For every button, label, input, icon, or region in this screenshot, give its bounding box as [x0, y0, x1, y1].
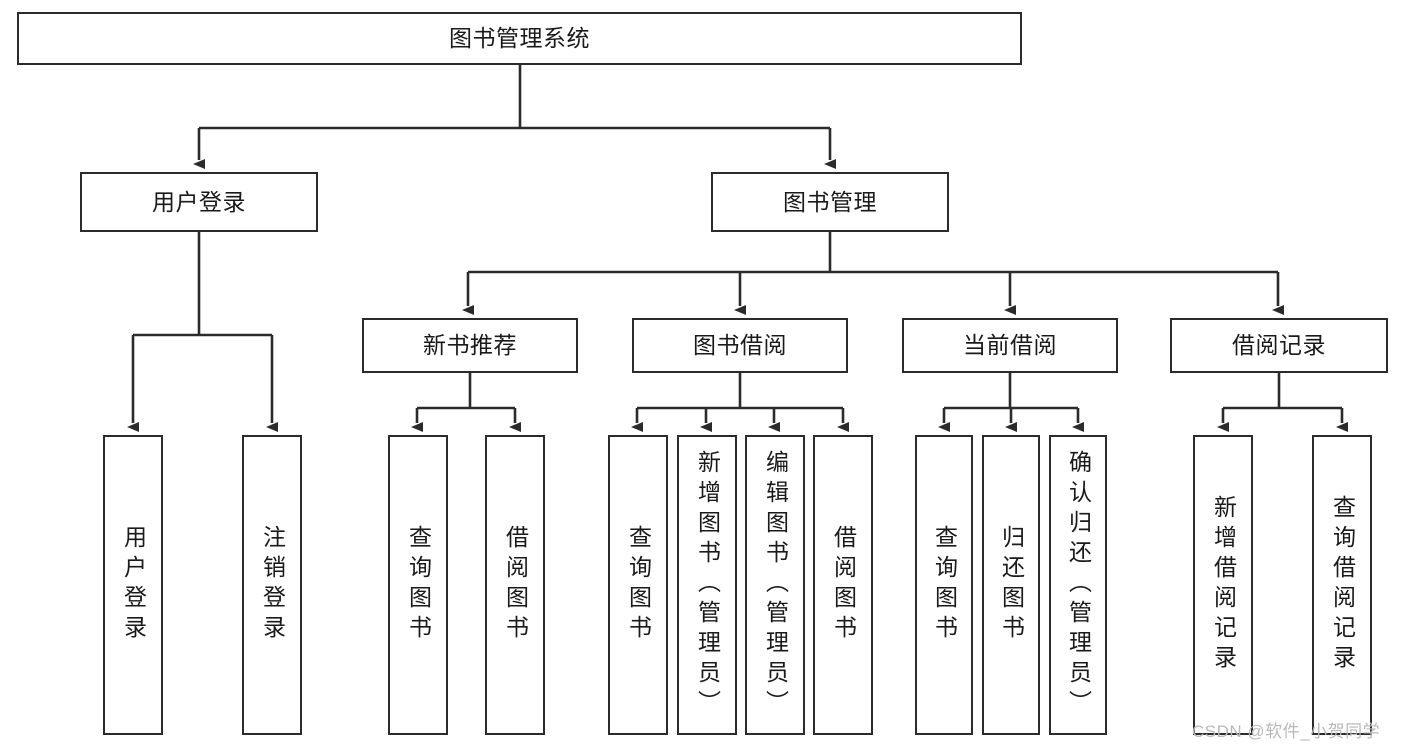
- node-leaf-query-book-current[interactable]: 查询图书: [915, 435, 973, 735]
- node-label: 用户登录: [120, 525, 147, 645]
- watermark-credit: CSDN @软件_小贺同学: [1192, 722, 1381, 741]
- node-leaf-query-book-recommend[interactable]: 查询图书: [388, 435, 448, 735]
- node-leaf-add-book-admin[interactable]: 新增图书（管理员）: [677, 435, 737, 735]
- node-label: 新增借阅记录: [1210, 495, 1237, 675]
- node-label: 新书推荐: [423, 332, 517, 358]
- node-label: 图书借阅: [693, 332, 787, 358]
- node-label: 借阅记录: [1232, 332, 1326, 358]
- node-leaf-query-borrow-record[interactable]: 查询借阅记录: [1312, 435, 1372, 735]
- node-label: 查询图书: [625, 525, 652, 645]
- node-current-borrow[interactable]: 当前借阅: [902, 318, 1118, 373]
- node-leaf-confirm-return-admin[interactable]: 确认归还（管理员）: [1049, 435, 1107, 735]
- node-label: 借阅图书: [830, 525, 857, 645]
- node-label: 注销登录: [259, 525, 286, 645]
- node-label: 借阅图书: [502, 525, 529, 645]
- node-label: 编辑图书（管理员）: [762, 450, 789, 720]
- node-leaf-add-borrow-record[interactable]: 新增借阅记录: [1193, 435, 1253, 735]
- node-label: 图书管理系统: [449, 25, 590, 51]
- node-root-library-system[interactable]: 图书管理系统: [17, 12, 1022, 65]
- node-label: 归还图书: [998, 525, 1025, 645]
- node-label: 当前借阅: [963, 332, 1057, 358]
- node-leaf-return-book[interactable]: 归还图书: [982, 435, 1040, 735]
- node-label: 确认归还（管理员）: [1065, 450, 1092, 720]
- node-book-borrow[interactable]: 图书借阅: [632, 318, 848, 373]
- node-leaf-logout[interactable]: 注销登录: [242, 435, 302, 735]
- node-label: 查询借阅记录: [1329, 495, 1356, 675]
- node-leaf-user-login[interactable]: 用户登录: [103, 435, 163, 735]
- node-label: 用户登录: [152, 188, 246, 215]
- node-new-book-recommend[interactable]: 新书推荐: [362, 318, 578, 373]
- node-label: 查询图书: [931, 525, 958, 645]
- node-leaf-query-book-borrow[interactable]: 查询图书: [608, 435, 668, 735]
- node-leaf-borrow-book[interactable]: 借阅图书: [813, 435, 873, 735]
- node-label: 查询图书: [405, 525, 432, 645]
- node-book-management[interactable]: 图书管理: [711, 172, 949, 232]
- node-label: 图书管理: [783, 188, 877, 215]
- node-leaf-borrow-book-recommend[interactable]: 借阅图书: [485, 435, 545, 735]
- node-borrow-record[interactable]: 借阅记录: [1170, 318, 1388, 373]
- node-user-login[interactable]: 用户登录: [80, 172, 318, 232]
- node-leaf-edit-book-admin[interactable]: 编辑图书（管理员）: [745, 435, 805, 735]
- node-label: 新增图书（管理员）: [694, 450, 721, 720]
